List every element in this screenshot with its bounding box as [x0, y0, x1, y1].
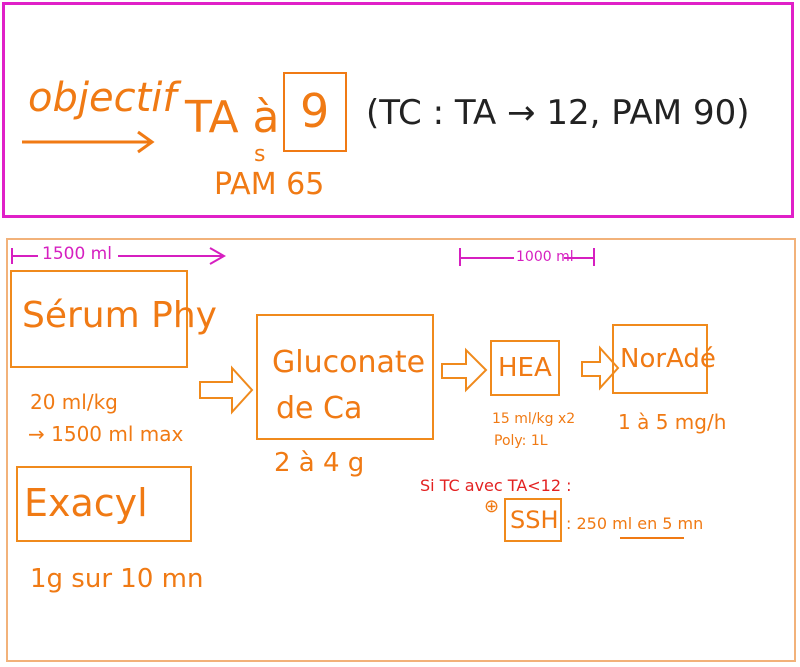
- ssh-label: SSH: [510, 506, 559, 534]
- pam-target: PAM 65: [214, 167, 325, 202]
- ssh-plus-icon: ⊕: [484, 496, 500, 517]
- objective-label: objectif: [28, 75, 177, 121]
- scale-1500: 1500 ml: [42, 244, 112, 264]
- noradre-dose: 1 à 5 mg/h: [618, 410, 727, 434]
- arrow-3: [581, 345, 620, 391]
- noradre-label: NorAdé: [620, 344, 716, 374]
- serum-phy-label: Sérum Phy: [22, 295, 217, 336]
- ssh-condition: Si TC avec TA<12 :: [420, 476, 572, 495]
- target-value: 9: [300, 84, 330, 138]
- protocol-panel: [6, 238, 796, 662]
- serum-dose-1: 20 ml/kg: [30, 390, 118, 414]
- objective-panel: [2, 2, 794, 218]
- ssh-box: [504, 498, 562, 542]
- serum-dose-2: → 1500 ml max: [28, 422, 184, 446]
- gluconate-dose: 2 à 4 g: [274, 448, 365, 478]
- hea-label: HEA: [498, 353, 552, 383]
- hea-dose-1: 15 ml/kg x2: [492, 411, 576, 427]
- exacyl-label: Exacyl: [24, 481, 148, 525]
- gluconate-label-2: de Ca: [276, 391, 363, 426]
- tc-note: (TC : TA → 12, PAM 90): [366, 93, 750, 133]
- noradre-box: [612, 324, 708, 394]
- exacyl-dose: 1g sur 10 mn: [30, 564, 204, 594]
- hea-dose-2: Poly: 1L: [494, 433, 548, 449]
- exacyl-box: [16, 466, 192, 542]
- target-prefix: TA à: [185, 92, 280, 143]
- target-value-box: [283, 72, 347, 152]
- arrow-2: [441, 347, 488, 393]
- gluconate-label-1: Gluconate: [272, 345, 426, 380]
- serum-phy-box: [10, 270, 188, 368]
- target-subscript: s: [254, 142, 266, 167]
- arrow-1: [199, 365, 254, 415]
- gluconate-box: [256, 314, 434, 440]
- ssh-dose: : 250 ml en 5 mn: [566, 514, 704, 533]
- scale-1000: 1000 ml: [516, 249, 574, 265]
- hea-box: [490, 340, 560, 396]
